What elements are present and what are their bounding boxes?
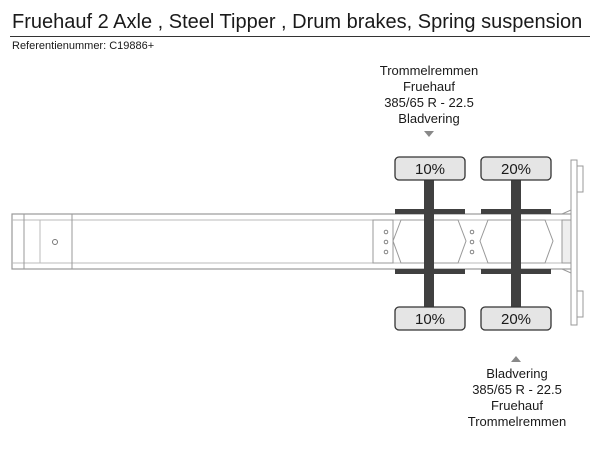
- axle-2-bottom-tire: 20%: [480, 306, 552, 331]
- axle-1-info: Trommelremmen Fruehauf 385/65 R - 22.5 B…: [329, 63, 529, 127]
- axle-1-bottom-tire-wear: 10%: [415, 311, 445, 328]
- title-divider: [10, 36, 590, 37]
- axle-2-brand: Fruehauf: [490, 398, 544, 413]
- rear-bumper: [561, 159, 584, 326]
- axle-2-pointer-arrow: [511, 356, 521, 362]
- axle-1-shaft: [424, 180, 434, 308]
- axle-1-bottom-tire: 10%: [394, 306, 466, 331]
- axle-1-top-tire: 10%: [394, 156, 466, 181]
- page-title: Fruehauf 2 Axle , Steel Tipper , Drum br…: [12, 11, 583, 33]
- axle-1-pointer-arrow: [424, 131, 434, 137]
- axle-2-suspension: Bladvering: [486, 366, 548, 381]
- axle-1-top-tire-wear: 10%: [415, 161, 445, 178]
- axle-2-tire-size: 385/65 R - 22.5: [472, 382, 562, 397]
- axle-2-bottom-tire-wear: 20%: [501, 311, 531, 328]
- axle-1-brakes: Trommelremmen: [379, 63, 479, 78]
- axle-1-brand: Fruehauf: [402, 79, 456, 94]
- reference-number: Referentienummer: C19886+: [12, 40, 155, 52]
- axle-2-shaft: [511, 180, 521, 308]
- axle-2-top-tire: 20%: [480, 156, 552, 181]
- axle-2-top-tire-wear: 20%: [501, 161, 531, 178]
- axle-1-tire-size: 385/65 R - 22.5: [384, 95, 474, 110]
- axle-2-brakes: Trommelremmen: [467, 414, 567, 429]
- axle-2-info: Bladvering 385/65 R - 22.5 Fruehauf Trom…: [417, 366, 600, 430]
- axle-1-suspension: Bladvering: [398, 111, 460, 126]
